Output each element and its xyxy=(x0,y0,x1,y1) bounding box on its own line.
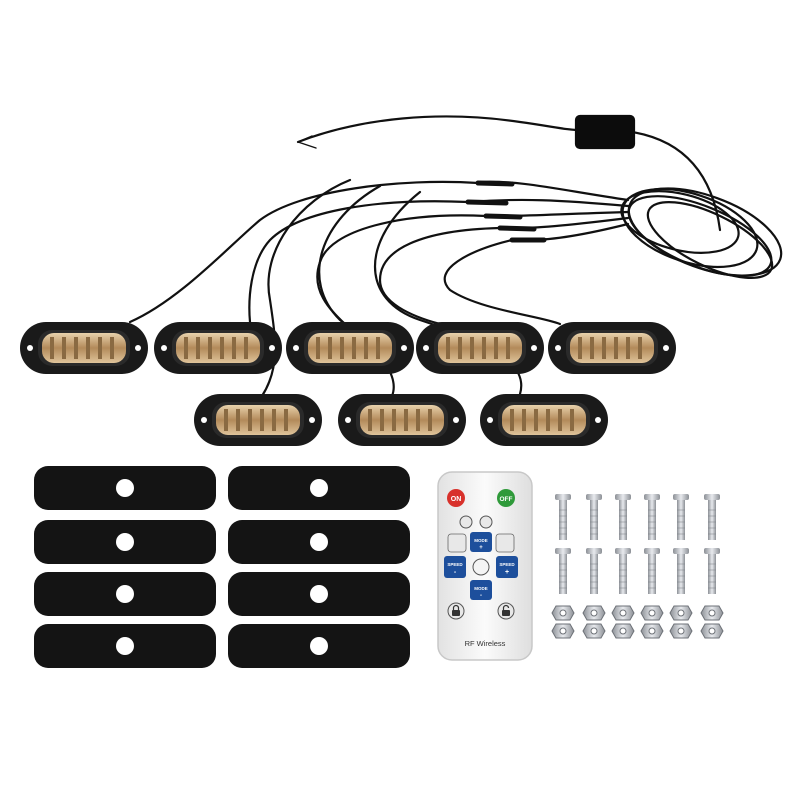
rf-wireless-label: RF Wireless xyxy=(465,639,506,648)
svg-text:SPEED: SPEED xyxy=(499,562,515,567)
strobe-light xyxy=(480,394,608,446)
bolts xyxy=(555,494,720,594)
strobe-light xyxy=(416,322,544,374)
bolt xyxy=(704,494,720,540)
svg-text:-: - xyxy=(454,569,457,576)
svg-text:-: - xyxy=(480,593,482,599)
on-button xyxy=(447,489,465,507)
strobe-light xyxy=(338,394,466,446)
nut xyxy=(640,623,664,639)
bolt xyxy=(673,494,689,540)
bolt xyxy=(644,548,660,594)
strobe-light xyxy=(548,322,676,374)
mode-minus-button xyxy=(470,580,492,600)
nuts xyxy=(551,605,724,639)
mode-plus-button xyxy=(470,532,492,552)
bolt xyxy=(673,548,689,594)
nut xyxy=(582,605,606,621)
off-label: OFF xyxy=(500,496,513,503)
nut xyxy=(611,605,635,621)
mounting-pad xyxy=(228,520,410,564)
mounting-pads xyxy=(34,466,410,668)
bolt xyxy=(615,548,631,594)
speed-minus-button xyxy=(444,556,466,578)
nut xyxy=(700,605,724,621)
sun-icon xyxy=(495,533,515,553)
bolt xyxy=(644,494,660,540)
mounting-pad xyxy=(34,572,216,616)
speed-plus-button xyxy=(496,556,518,578)
mounting-pad xyxy=(34,466,216,510)
mounting-pad xyxy=(228,624,410,668)
light-row-bottom xyxy=(194,394,608,446)
strobe-light xyxy=(20,322,148,374)
mounting-pad xyxy=(228,572,410,616)
brightness-down-icon xyxy=(479,515,493,529)
controller-box xyxy=(574,114,636,150)
nut xyxy=(669,623,693,639)
bolt xyxy=(586,494,602,540)
rf-remote-control: ON OFF MODE + SPEED - SPEED + MODE - RF … xyxy=(437,471,533,661)
nut xyxy=(669,605,693,621)
nut xyxy=(551,605,575,621)
svg-text:SPEED: SPEED xyxy=(447,562,463,567)
bolt xyxy=(586,548,602,594)
strobe-light xyxy=(286,322,414,374)
bolt xyxy=(555,548,571,594)
bolt xyxy=(615,494,631,540)
on-label: ON xyxy=(451,496,462,503)
mounting-pad xyxy=(34,624,216,668)
svg-text:MODE: MODE xyxy=(474,538,488,543)
nut xyxy=(611,623,635,639)
off-button xyxy=(497,489,515,507)
svg-text:+: + xyxy=(479,545,483,551)
center-icon xyxy=(472,558,490,576)
brightness-up-icon xyxy=(459,515,473,529)
nut xyxy=(700,623,724,639)
nut xyxy=(582,623,606,639)
strobe-light xyxy=(194,394,322,446)
strobe-light xyxy=(154,322,282,374)
mounting-pad xyxy=(228,466,410,510)
light-icon xyxy=(447,533,467,553)
svg-text:MODE: MODE xyxy=(474,586,488,591)
bolt xyxy=(704,548,720,594)
nut xyxy=(551,623,575,639)
light-row-top xyxy=(20,322,676,374)
mounting-pad xyxy=(34,520,216,564)
bolt xyxy=(555,494,571,540)
svg-text:+: + xyxy=(505,569,509,576)
nut xyxy=(640,605,664,621)
